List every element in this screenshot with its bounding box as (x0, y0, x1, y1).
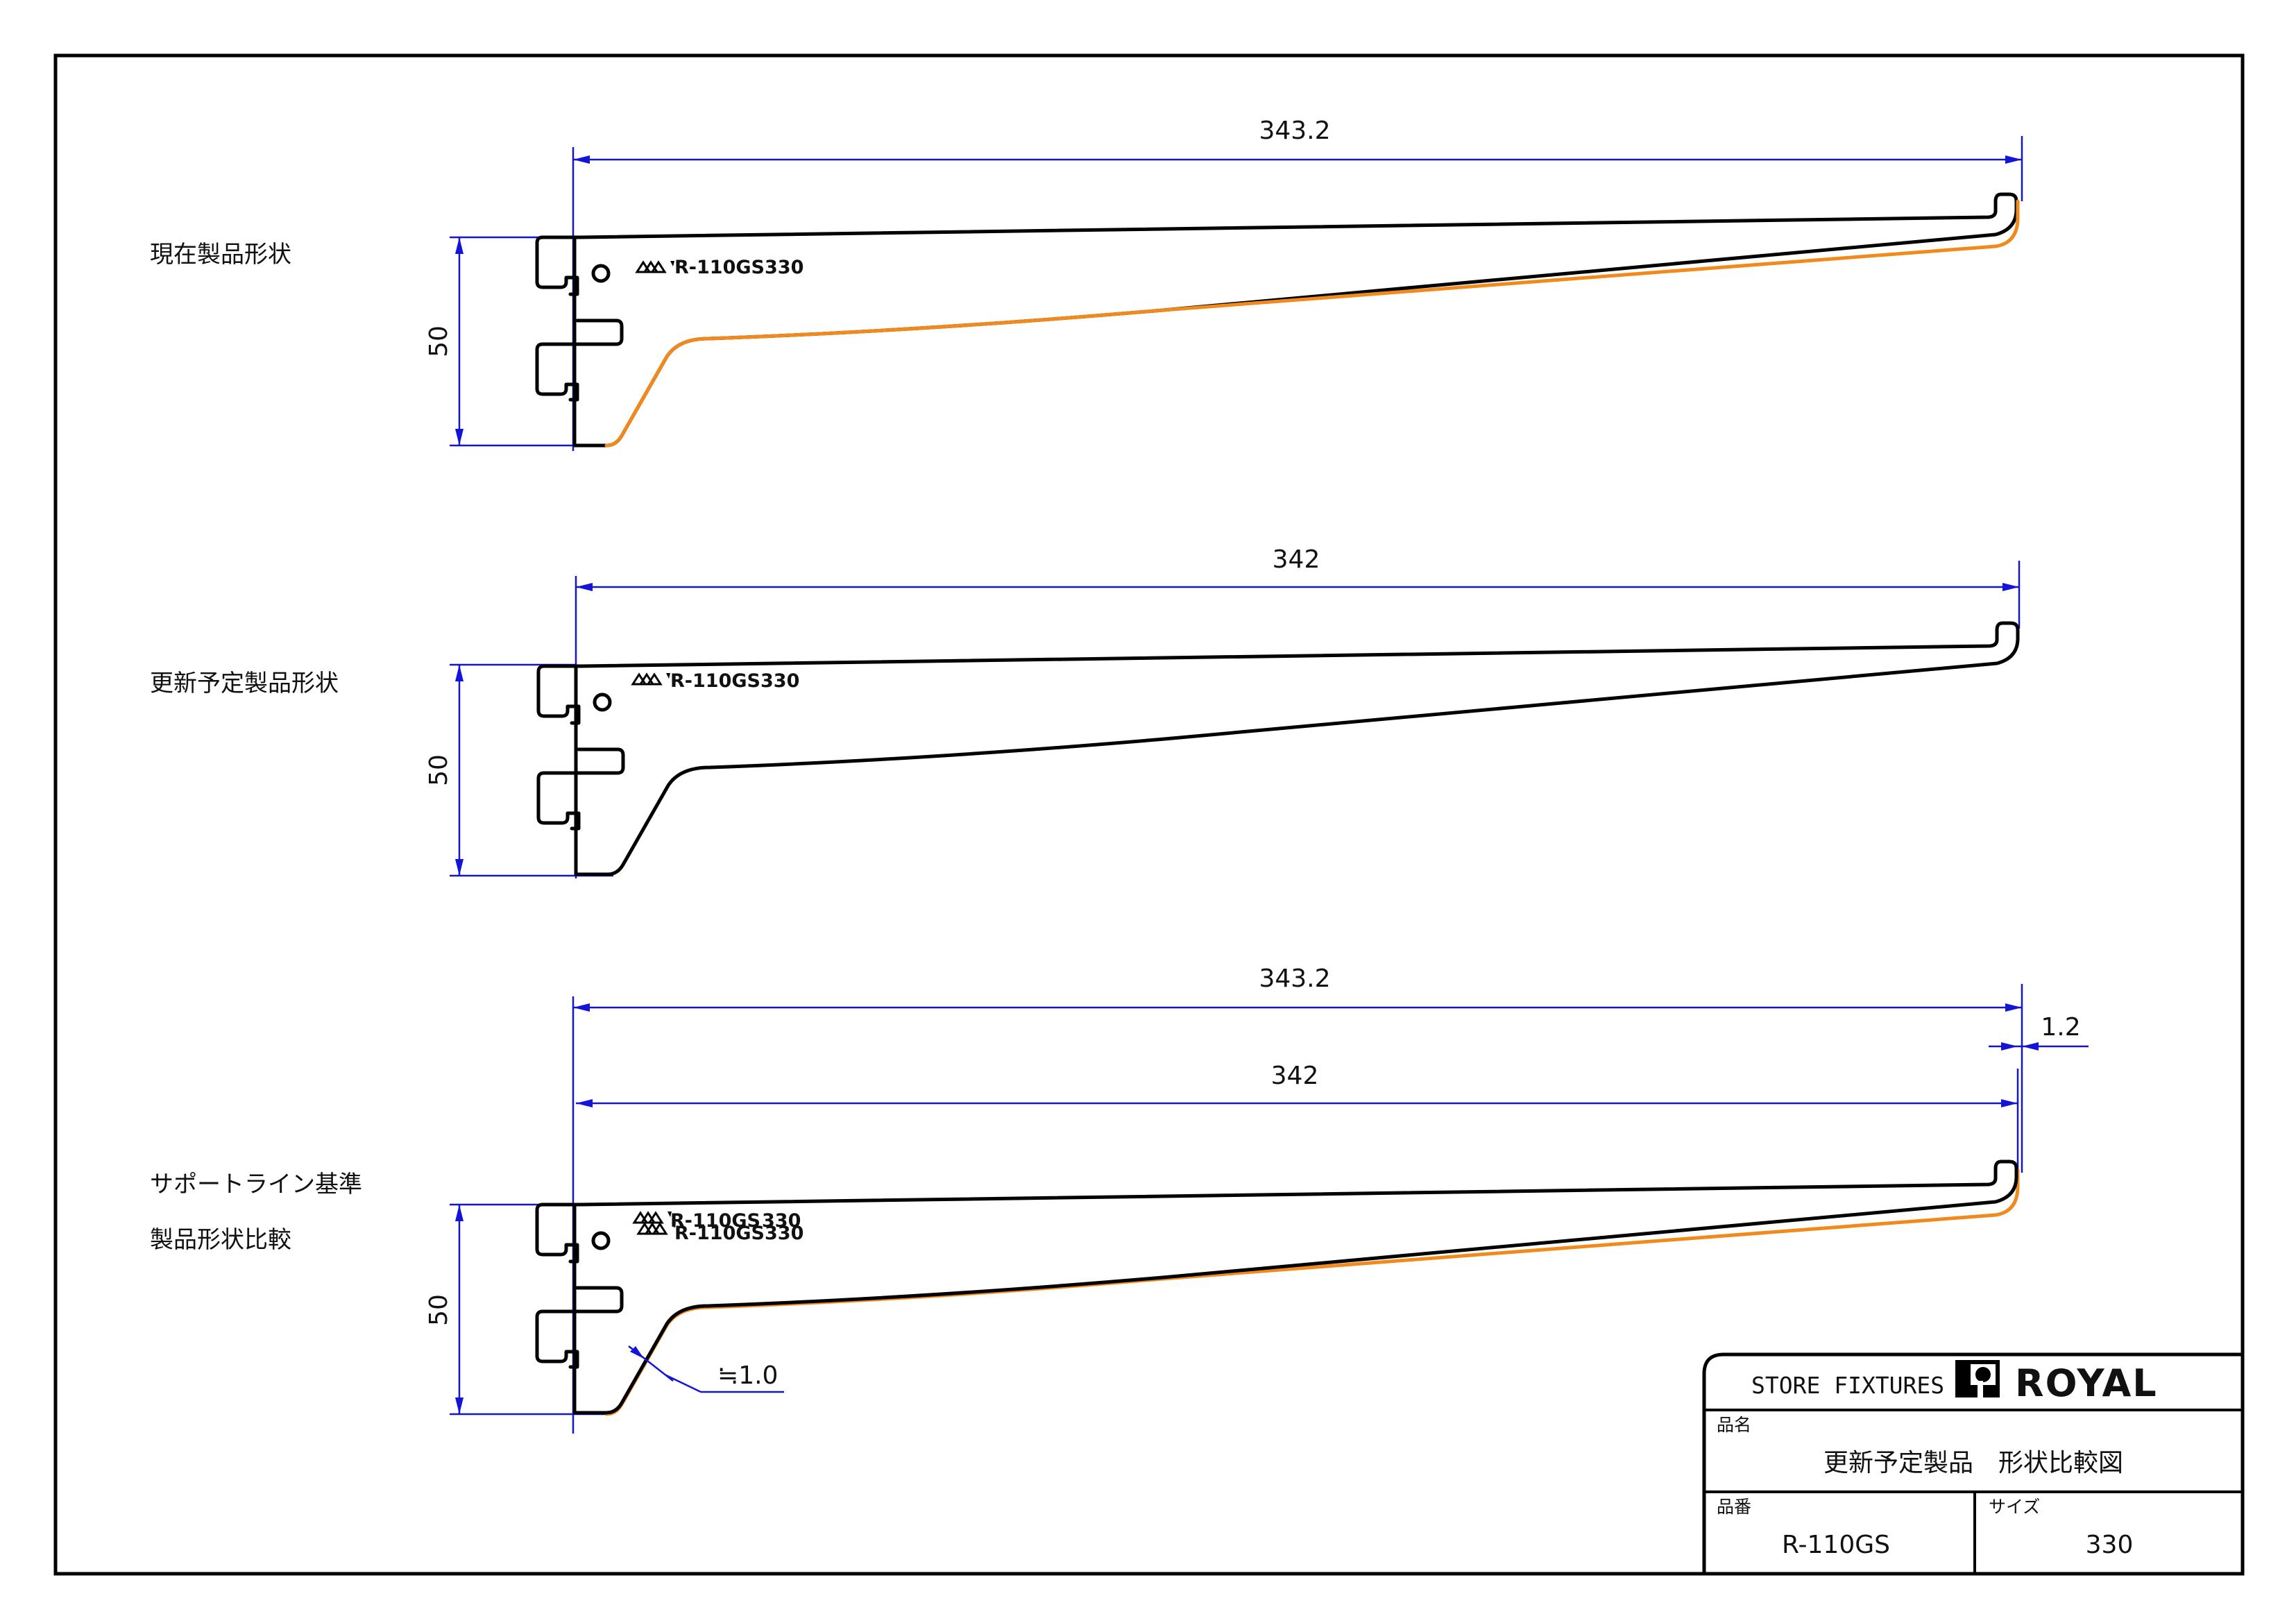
sheet-border (53, 53, 2245, 1576)
stamp-model: R-110GS (674, 1223, 765, 1244)
dimension-length: 343.2 (1259, 117, 1330, 145)
dimension-length-inner: 342 (1271, 1062, 1319, 1090)
drawing-title: 現在製品形状 (150, 241, 291, 269)
stamp-logo-icon (636, 260, 676, 273)
drawing-title-line: 製品形状比較 (150, 1226, 291, 1254)
drawing-comparison: サポートライン基準 製品形状比較 343.2 342 1.2 50 (150, 965, 2089, 1434)
part-no: R-110GS (1782, 1531, 1890, 1559)
part-no-label: 品番 (1717, 1497, 1751, 1517)
stamp-model: R-110GS (674, 257, 765, 278)
drawing-title: 更新予定製品形状 (150, 670, 339, 697)
dimension-height: 50 (425, 754, 453, 786)
stamp-logo-icon (631, 672, 672, 686)
stamp-logo-icon (633, 1210, 673, 1224)
size-value: 330 (2086, 1531, 2134, 1559)
stamp-size: 330 (760, 670, 799, 692)
dimension-length: 342 (1273, 545, 1320, 574)
size-label: サイズ (1989, 1497, 2040, 1517)
stamp-model: R-110GS (670, 670, 760, 692)
store-fixtures-label: STORE FIXTURES (1751, 1372, 1944, 1399)
product-name-label: 品名 (1717, 1415, 1751, 1435)
drawing-planned-shape: 更新予定製品形状 342 50 R-110GS 330 (150, 545, 2021, 878)
dimension-thickness: ≒1.0 (717, 1361, 778, 1390)
dimension-offset: 1.2 (2041, 1013, 2080, 1042)
bracket-outline (537, 194, 2018, 445)
dimension-height: 50 (425, 1294, 453, 1326)
royal-logo-icon (1955, 1360, 2000, 1397)
stamp-size: 330 (762, 1210, 801, 1232)
brand-name: ROYAL (2015, 1361, 2158, 1405)
drawing-current-shape: 現在製品形状 343.2 50 R-110GS 330 (150, 117, 2023, 451)
bracket-outline (538, 623, 2018, 874)
dimension-length-outer: 343.2 (1259, 965, 1330, 993)
title-block: STORE FIXTURES ROYAL 品名 更新予定製品 形状比較図 品番 … (1702, 1352, 2243, 1574)
drawing-title-line: サポートライン基準 (150, 1171, 362, 1198)
stamp-size: 330 (765, 257, 803, 278)
stamp-model: R-110GS (670, 1210, 760, 1232)
product-name: 更新予定製品 形状比較図 (1823, 1449, 2123, 1477)
stamp-size: 330 (765, 1223, 803, 1244)
dimension-height: 50 (425, 325, 453, 357)
